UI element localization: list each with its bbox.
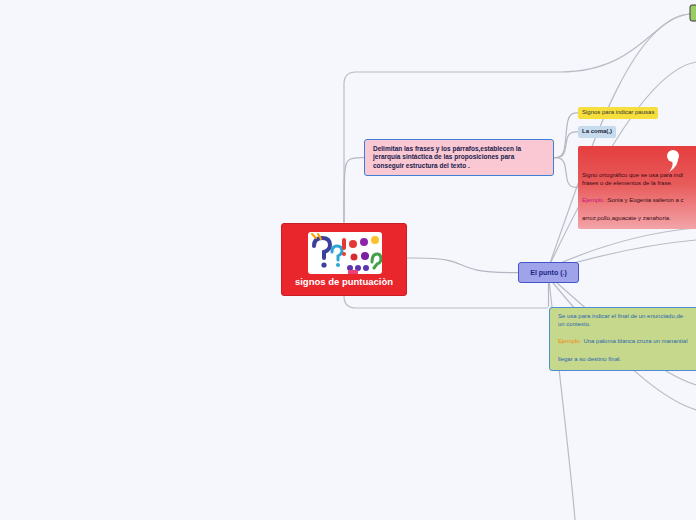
node-text: signos de puntuaciòn (286, 276, 402, 288)
comma-definition: Signo ortográfico que se usa para indi f… (578, 146, 696, 229)
face-dot (361, 252, 369, 260)
branch-connector (554, 113, 578, 158)
node-text: Delimitan las frases y los párrafos,esta… (373, 145, 545, 170)
node-text: La coma(,) (582, 128, 612, 136)
partial-node (690, 5, 696, 21)
face-dot (349, 240, 357, 248)
main-topic: Delimitan las frases y los párrafos,esta… (364, 139, 554, 176)
exclamation (342, 238, 346, 250)
comma-label: La coma(,) (578, 126, 616, 138)
node-text: Signo ortográfico que se usa para indi f… (582, 172, 692, 188)
comma-symbol (662, 148, 684, 174)
period-definition: Se usa para indicar el final de un enunc… (549, 307, 696, 371)
node-text: El punto (.) (522, 268, 575, 277)
pause-label: Signos para indicar pausas (578, 107, 658, 119)
quote-marks (312, 234, 321, 239)
question-mark (314, 238, 330, 258)
comma-tail (669, 157, 678, 172)
node-text: Signos para indicar pausas (582, 109, 654, 117)
face-dot (360, 238, 368, 246)
comma-shape (372, 254, 381, 268)
period-topic: El punto (.) (518, 262, 579, 283)
example-label: Ejemplo: (558, 338, 581, 344)
question-dot (321, 262, 326, 267)
face-dot (363, 265, 369, 271)
branch-connector (407, 258, 518, 273)
central-topic: signos de puntuaciòn (281, 223, 407, 296)
example-label: Ejemplo (582, 197, 604, 203)
face-dot (351, 254, 358, 261)
exclamation-dot (342, 252, 346, 256)
node-text: Se usa para indicar el final de un enunc… (558, 313, 691, 329)
branch-connector (554, 132, 578, 158)
branch-connector (548, 283, 549, 307)
question-dot (336, 263, 340, 267)
illustration-ground (308, 232, 382, 274)
face-dot (371, 236, 379, 244)
branch-connector (554, 158, 578, 188)
branch-connector (344, 158, 364, 223)
punctuation-illustration (308, 232, 382, 274)
dash-shape (348, 270, 358, 274)
question-mark (332, 246, 342, 260)
